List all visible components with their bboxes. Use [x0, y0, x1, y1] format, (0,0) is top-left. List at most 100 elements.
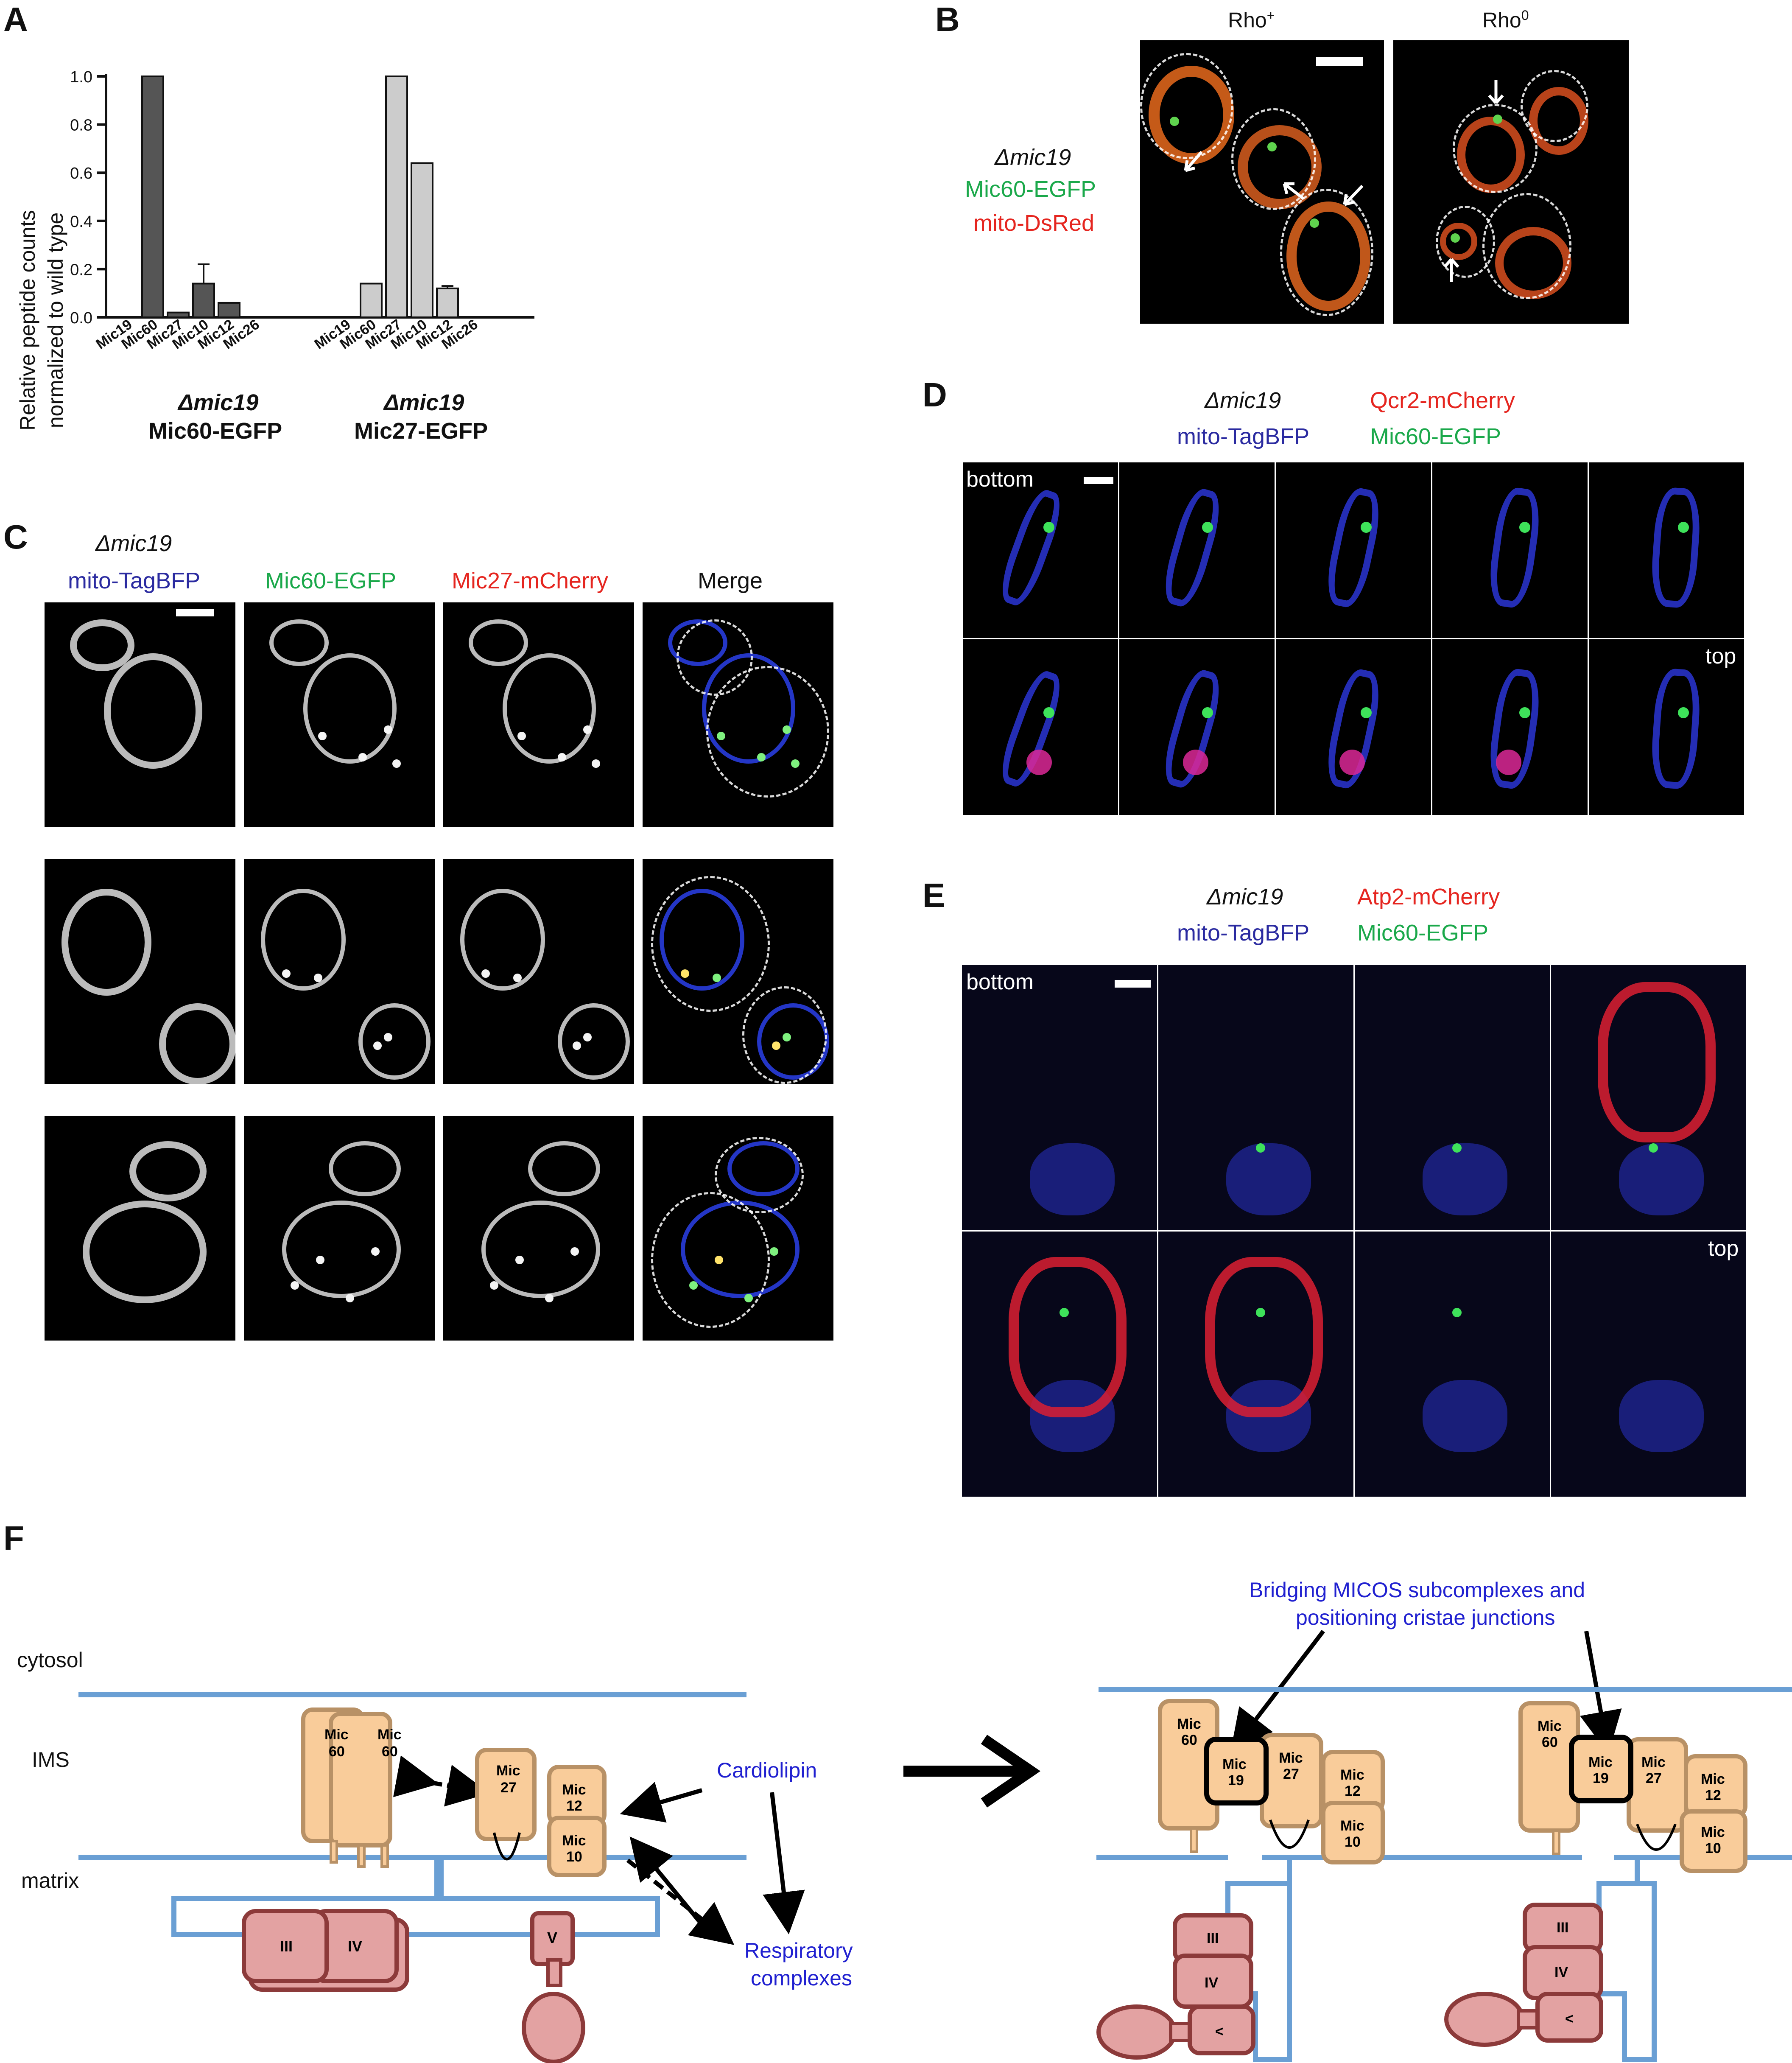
- micrograph-c: [45, 602, 235, 827]
- group1-subtitle: Mic60-EGFP: [148, 418, 282, 444]
- micrograph-c: [643, 859, 833, 1084]
- micrograph-d: [1276, 639, 1431, 815]
- label-qcr2-mcherry: Qcr2-mCherry: [1370, 387, 1515, 414]
- micrograph-d: [1276, 462, 1431, 638]
- svg-text:60: 60: [1181, 1732, 1197, 1748]
- label-mito-tagbfp-e: mito-TagBFP: [1177, 920, 1309, 946]
- strain-label-c: Δmic19: [95, 530, 172, 557]
- micrograph-d: [1119, 462, 1275, 638]
- micrograph-c: [443, 602, 634, 827]
- svg-text:III: III: [1557, 1920, 1568, 1936]
- svg-text:Mic: Mic: [1279, 1750, 1303, 1766]
- label-top-d: top: [1705, 644, 1736, 669]
- svg-text:12: 12: [1345, 1783, 1361, 1799]
- label-mic60-egfp-b: Mic60-EGFP: [965, 176, 1096, 202]
- svg-text:Mic: Mic: [1641, 1754, 1666, 1770]
- micrograph-c: [244, 1116, 435, 1341]
- svg-text:Mic: Mic: [1177, 1716, 1201, 1732]
- label-respiratory: Respiratory: [744, 1939, 853, 1962]
- label-mic60-egfp-d: Mic60-EGFP: [1370, 423, 1501, 450]
- micrograph-b-rho-zero: [1393, 40, 1629, 324]
- bar: [361, 283, 382, 317]
- micos-model-diagram: cytosol IMS matrix Mic 60 Mic 60 Mic 27 …: [0, 1510, 1792, 2063]
- micrograph-e: top: [1551, 1232, 1746, 1497]
- y-tick-label: 1.0: [70, 68, 92, 86]
- svg-text:27: 27: [1283, 1766, 1299, 1782]
- svg-text:<: <: [1565, 2011, 1574, 2027]
- micrograph-c: [45, 859, 235, 1084]
- svg-text:Mic: Mic: [1538, 1718, 1562, 1734]
- micrograph-d: bottom: [963, 462, 1118, 638]
- micrograph-e: [962, 1232, 1157, 1497]
- y-tick-label: 0.2: [70, 261, 92, 279]
- label-mic60-egfp-e: Mic60-EGFP: [1357, 920, 1488, 946]
- svg-text:Mic: Mic: [562, 1782, 586, 1798]
- header-mic27-mcherry-c: Mic27-mCherry: [452, 568, 608, 594]
- y-tick-label: 0.4: [70, 213, 92, 231]
- micrograph-d: [963, 639, 1118, 815]
- panel-label-b: B: [935, 0, 960, 39]
- svg-text:19: 19: [1593, 1770, 1609, 1786]
- panel-label-e: E: [923, 876, 945, 915]
- label-cytosol: cytosol: [17, 1648, 83, 1672]
- micos-complex-right-2: Mic 60 Mic 19 Mic 27 Mic 12 Mic 10: [1521, 1703, 1745, 1871]
- micrograph-e: [1355, 965, 1550, 1230]
- label-atp2-mcherry: Atp2-mCherry: [1357, 884, 1500, 910]
- svg-text:III: III: [280, 1937, 293, 1955]
- svg-text:Mic: Mic: [1701, 1771, 1725, 1787]
- svg-text:19: 19: [1228, 1772, 1244, 1789]
- y-tick-label: 0.6: [70, 165, 92, 182]
- svg-text:10: 10: [1705, 1840, 1721, 1856]
- svg-text:IV: IV: [1554, 1964, 1568, 1980]
- micrograph-c: [443, 1116, 634, 1341]
- micrograph-c: [643, 1116, 833, 1341]
- group2-title: Δmic19: [384, 389, 464, 416]
- group2-subtitle: Mic27-EGFP: [354, 418, 488, 444]
- y-tick-label: 0.8: [70, 117, 92, 134]
- scale-bar: [1115, 980, 1151, 988]
- y-axis-label-line1: Relative peptide counts: [16, 210, 39, 431]
- svg-text:Mic: Mic: [562, 1833, 586, 1849]
- label-mito-tagbfp-d: mito-TagBFP: [1177, 423, 1309, 450]
- header-mito-tagbfp-c: mito-TagBFP: [68, 568, 200, 594]
- micrograph-b-rho-plus: [1140, 40, 1384, 324]
- micrograph-d: [1119, 639, 1275, 815]
- svg-text:12: 12: [566, 1798, 582, 1814]
- svg-text:60: 60: [382, 1744, 398, 1760]
- label-bridging-line1: Bridging MICOS subcomplexes and: [1249, 1578, 1585, 1602]
- label-mito-dsred: mito-DsRed: [973, 210, 1094, 236]
- col-header-rho-zero: Rho0: [1482, 8, 1529, 33]
- bar: [218, 303, 240, 317]
- complexes-right-2: III IV <: [1446, 1905, 1601, 2045]
- complex-v-left: V: [524, 1913, 583, 2062]
- svg-text:Mic: Mic: [377, 1727, 402, 1743]
- bar: [437, 288, 458, 317]
- micrograph-e: [1355, 1232, 1550, 1497]
- micrograph-c: [45, 1116, 235, 1341]
- svg-text:60: 60: [329, 1744, 345, 1760]
- bar: [142, 76, 163, 317]
- bar: [411, 163, 433, 317]
- label-bottom-d: bottom: [966, 467, 1034, 492]
- scale-bar: [1084, 477, 1113, 484]
- col-header-rho-plus: Rho+: [1228, 8, 1275, 33]
- bar-chart: 0.00.20.40.60.81.0Mic19Mic60Mic27Mic10Mi…: [0, 0, 551, 458]
- bar: [193, 283, 214, 317]
- label-bottom-e: bottom: [966, 969, 1034, 995]
- label-ims: IMS: [32, 1748, 70, 1772]
- svg-text:<: <: [1215, 2024, 1224, 2040]
- complex-iii-iv-left: III IV: [244, 1911, 407, 1990]
- svg-text:10: 10: [1345, 1834, 1361, 1850]
- micrograph-e: [1551, 965, 1746, 1230]
- svg-text:III: III: [1207, 1930, 1219, 1946]
- panel-label-d: D: [923, 375, 947, 414]
- svg-text:27: 27: [1646, 1770, 1662, 1786]
- micrograph-c: [244, 602, 435, 827]
- y-axis-label-line2: normalized to wild type: [44, 213, 67, 428]
- svg-text:Mic: Mic: [1588, 1754, 1613, 1770]
- svg-text:IV: IV: [1205, 1975, 1218, 1991]
- svg-text:Mic: Mic: [1701, 1824, 1725, 1840]
- scale-bar: [176, 609, 214, 616]
- micrograph-d: [1589, 462, 1744, 638]
- bar: [386, 76, 407, 317]
